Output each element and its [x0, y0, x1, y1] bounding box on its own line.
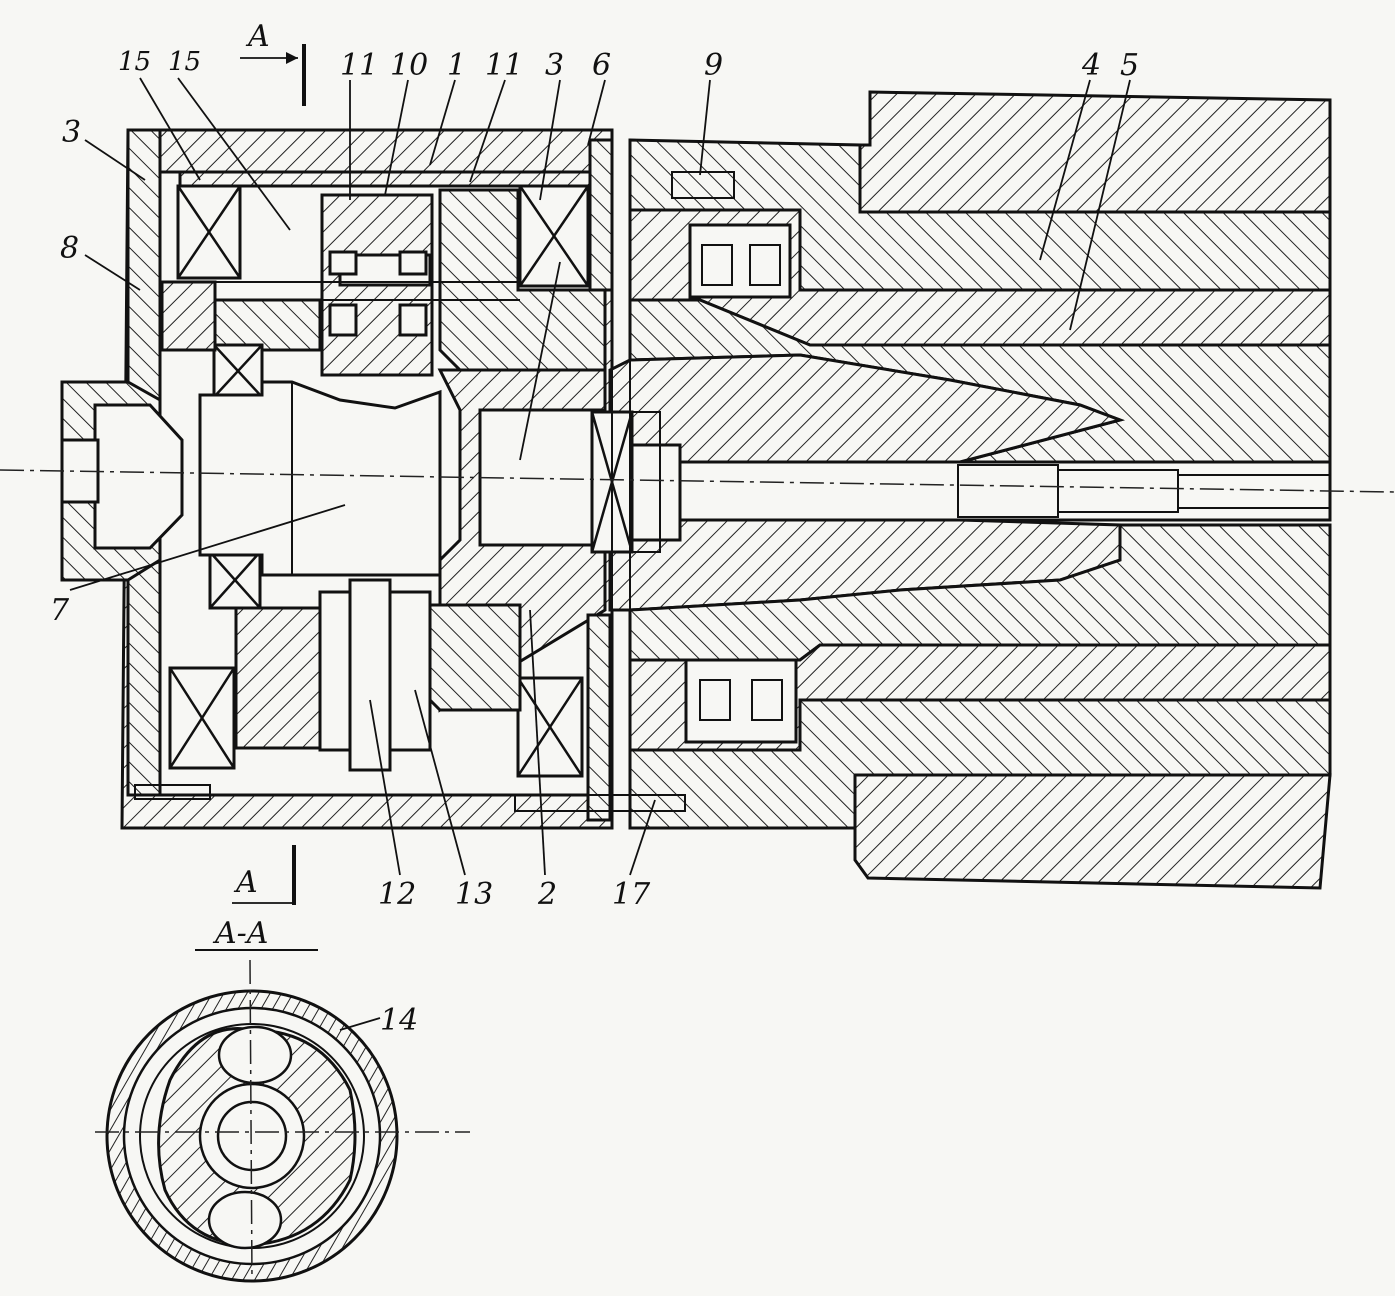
label-9: 9: [704, 48, 723, 83]
section-title: A-A: [212, 916, 268, 951]
label-13: 13: [455, 877, 493, 912]
center-axis: [0, 469, 1395, 493]
label-15-left: 15: [118, 47, 151, 77]
label-2: 2: [537, 877, 557, 912]
label-15-right: 15: [168, 47, 201, 77]
label-3-top: 3: [545, 48, 564, 83]
label-11-right: 11: [485, 48, 523, 83]
right-support-body: [608, 90, 1332, 890]
label-7: 7: [50, 593, 70, 628]
label-1: 1: [447, 48, 466, 83]
section-marker-a-bottom: A: [233, 865, 258, 900]
section-marker-bottom: A A-A: [195, 845, 318, 951]
label-8: 8: [60, 231, 79, 266]
internal-mechanism: [60, 130, 798, 828]
section-marker-a-top: A: [245, 19, 270, 54]
label-10: 10: [390, 48, 428, 83]
label-5: 5: [1120, 48, 1139, 83]
label-14: 14: [380, 1003, 418, 1038]
label-6: 6: [592, 48, 611, 83]
label-17: 17: [612, 877, 651, 912]
label-4: 4: [1081, 48, 1101, 83]
label-3-left: 3: [62, 115, 81, 150]
part-labels: 15 15 11 10 1 11 3 6 9 4 5 3 8 7 12 13 2…: [50, 47, 1139, 1038]
section-marker-top: A: [240, 19, 306, 106]
label-11-left: 11: [340, 48, 378, 83]
leader-lines: [69, 77, 1131, 876]
section-a-a-view: [95, 959, 470, 1283]
label-12: 12: [378, 877, 416, 912]
